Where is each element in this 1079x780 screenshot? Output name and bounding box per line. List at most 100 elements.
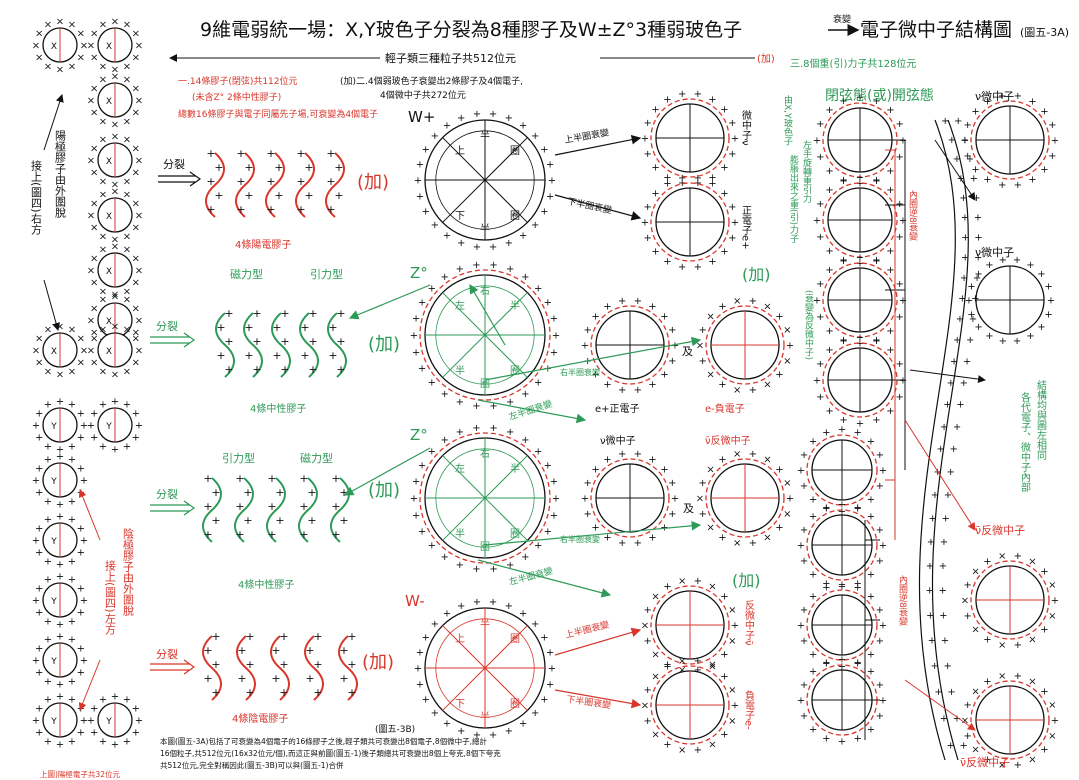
charge-mark: + [694, 576, 702, 587]
circle-inner-label: 半 [480, 710, 490, 723]
charge-mark: + [68, 635, 76, 646]
charge-mark: + [797, 696, 805, 707]
charge-mark: + [694, 656, 702, 667]
antinu-vertical: 反微中子ν̄ [743, 600, 755, 646]
charge-mark: + [550, 477, 558, 488]
charge-mark: + [540, 695, 548, 706]
charge-mark: + [867, 592, 875, 603]
negative-gluon: +++++ [236, 630, 256, 701]
charge-mark: + [443, 719, 451, 730]
charge-mark: × [132, 108, 140, 119]
string-charge: + [929, 513, 937, 524]
charge-mark: + [800, 711, 808, 722]
gluon-charge: + [300, 349, 309, 362]
charge-mark: + [457, 238, 465, 249]
charge-mark: + [546, 680, 554, 691]
charge-mark: + [660, 465, 668, 476]
charge-mark: + [749, 538, 757, 549]
circle-inner-label: 半 [510, 462, 520, 475]
circle-inner-label: 半 [480, 222, 490, 235]
charge-mark: × [99, 190, 107, 201]
charge-mark: + [456, 264, 464, 275]
charge-mark: + [591, 369, 599, 380]
charge-mark: + [838, 655, 846, 666]
string-charge: + [970, 173, 978, 184]
charge-mark: + [135, 716, 143, 727]
charge-mark: × [132, 53, 140, 64]
charge-mark: + [548, 176, 556, 187]
charge-mark: + [77, 433, 85, 444]
charge-mark: + [440, 272, 448, 283]
charge-mark: + [412, 477, 420, 488]
charge-mark: + [44, 556, 52, 567]
charge-mark: + [77, 524, 85, 535]
magnetic-type-1: 磁力型 [230, 267, 263, 281]
charge-mark: + [550, 347, 558, 358]
charge-mark: + [825, 246, 833, 257]
charge-mark: + [708, 172, 716, 183]
charge-mark: + [899, 216, 907, 227]
charge-mark: + [618, 385, 626, 396]
charge-mark: × [678, 745, 686, 756]
string-charge: + [974, 213, 982, 224]
string-charge: + [950, 444, 958, 455]
charge-mark: + [473, 597, 481, 608]
nu-circle: ++++++++++++++++++ [641, 89, 739, 189]
charge-mark: + [816, 392, 824, 403]
charge-mark: × [961, 596, 969, 607]
charge-mark: × [132, 278, 140, 289]
footer-line-2: 16個粒子,共512位元(16x32位元/個),而這正與前圖(圖五-1)後子類總… [160, 748, 501, 758]
title-tail: 電子微中子結構圖 [860, 19, 1012, 41]
charge-mark: + [822, 583, 830, 594]
charge-mark: × [706, 312, 714, 323]
charge-mark: + [489, 597, 497, 608]
positive-gluon: +++++ [295, 147, 315, 218]
decay-arrow-wm-lower [554, 689, 642, 709]
charge-mark: × [123, 325, 131, 336]
right-wire-red [885, 149, 896, 540]
charge-mark: + [584, 478, 592, 489]
charge-mark: × [111, 187, 119, 198]
charge-mark: + [825, 166, 833, 177]
charge-mark: + [416, 192, 424, 203]
gluon-charge: + [266, 203, 275, 216]
circle-inner-label: 下 [455, 211, 465, 222]
charge-mark: + [983, 557, 991, 568]
charge-mark: + [534, 446, 542, 457]
charge-mark: + [720, 649, 728, 660]
charge-mark: + [90, 433, 98, 444]
negative-gluon: +++++ [338, 630, 358, 701]
charge-mark: + [839, 415, 847, 426]
string-charge: + [974, 232, 982, 243]
string-charge: + [926, 610, 934, 621]
charge-mark: + [648, 455, 656, 466]
string-charge: + [961, 135, 969, 146]
charge-mark: + [412, 510, 420, 521]
charge-mark: + [896, 359, 904, 370]
left-circle-x: ××××××××××××X [87, 17, 143, 76]
charge-mark: + [591, 522, 599, 533]
charge-mark: + [816, 279, 824, 290]
left-circle-y: ++++++++++++Y [87, 397, 143, 456]
charge-mark: + [853, 658, 861, 669]
gluon-charge: + [244, 349, 253, 362]
charge-mark: + [731, 134, 739, 145]
header-line1: 輕子類三種粒子共512位元 [385, 51, 516, 65]
electron-circle: +×+×+×+×+×+×+×+×+× [696, 296, 794, 396]
charge-mark: + [971, 164, 979, 175]
gluon-charge: + [331, 500, 340, 513]
charge-mark: + [489, 242, 497, 253]
string-charge: + [944, 490, 952, 501]
charge-mark: × [123, 366, 131, 377]
gluon-charge: + [245, 658, 254, 671]
charge-mark: × [132, 168, 140, 179]
charge-mark: + [708, 95, 716, 106]
decay-arrow-z2-right [484, 520, 702, 546]
charge-mark: + [867, 494, 875, 505]
charge-mark: + [519, 231, 527, 242]
gluon-charge: + [203, 644, 212, 657]
string-charge: + [933, 467, 941, 478]
charge-mark: + [678, 178, 686, 189]
charge-mark: + [983, 634, 991, 645]
charge-mark: + [720, 105, 728, 116]
